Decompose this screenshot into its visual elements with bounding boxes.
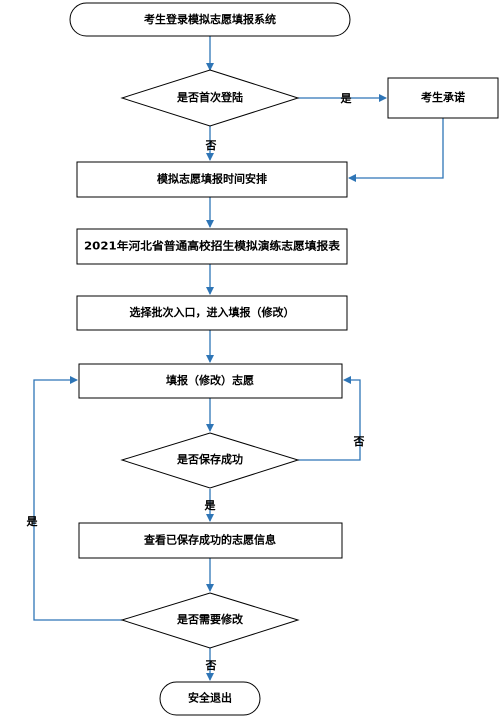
- label-first-login-no: 否: [205, 139, 217, 152]
- node-first-login-label: 是否首次登陆: [176, 90, 243, 104]
- node-schedule-label: 模拟志愿填报时间安排: [157, 172, 267, 186]
- label-modify-yes: 是: [26, 515, 39, 528]
- label-saved-no: 否: [353, 435, 365, 448]
- node-pledge-label: 考生承诺: [421, 90, 465, 104]
- node-view-saved: 查看已保存成功的志愿信息: [78, 522, 343, 559]
- label-modify-no: 否: [205, 659, 217, 672]
- node-modify-decision: 是否需要修改: [120, 592, 300, 649]
- node-exit: 安全退出: [159, 681, 261, 716]
- edge-pledge-to-schedule: [348, 118, 444, 182]
- node-fill: 填报（修改）志愿: [78, 363, 343, 399]
- node-select-batch-label: 选择批次入口，进入填报（修改）: [130, 305, 295, 319]
- label-saved-yes: 是: [204, 499, 217, 512]
- node-first-login-decision: 是否首次登陆: [120, 69, 300, 127]
- edge-labels: 是 否 否 是 是 否: [26, 92, 365, 672]
- connectors: [33, 36, 444, 681]
- node-schedule: 模拟志愿填报时间安排: [76, 161, 348, 198]
- node-saved-decision: 是否保存成功: [120, 432, 300, 489]
- node-view-saved-label: 查看已保存成功的志愿信息: [144, 533, 276, 547]
- node-start-label: 考生登录模拟志愿填报系统: [144, 12, 276, 26]
- node-exit-label: 安全退出: [188, 691, 232, 705]
- edge-saved-no-to-fill: [298, 376, 361, 461]
- node-saved-label: 是否保存成功: [176, 452, 243, 466]
- node-select-batch: 选择批次入口，进入填报（修改）: [76, 295, 348, 331]
- node-form-table: 2021年河北省普通高校招生模拟演练志愿填报表: [76, 228, 348, 265]
- node-pledge: 考生承诺: [387, 77, 499, 119]
- node-modify-label: 是否需要修改: [176, 612, 244, 626]
- edge-modify-yes-to-fill: [33, 376, 122, 621]
- node-fill-label: 填报（修改）志愿: [166, 373, 254, 387]
- node-start: 考生登录模拟志愿填报系统: [69, 2, 351, 37]
- node-form-table-label: 2021年河北省普通高校招生模拟演练志愿填报表: [84, 239, 341, 253]
- label-first-login-yes: 是: [340, 92, 353, 105]
